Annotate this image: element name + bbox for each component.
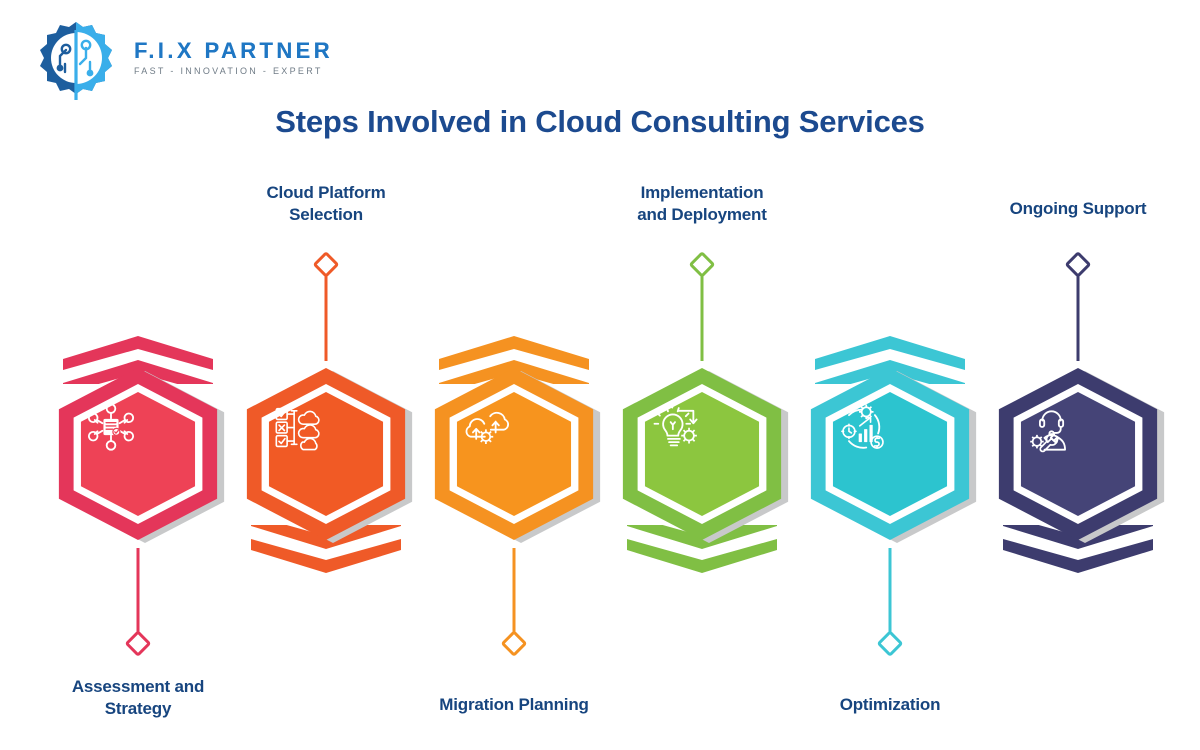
step-label-3: Migration Planning bbox=[414, 694, 614, 716]
step-chevron-up-icon bbox=[63, 336, 213, 394]
page-title: Steps Involved in Cloud Consulting Servi… bbox=[275, 104, 925, 139]
step-hexagon-2[interactable] bbox=[238, 366, 414, 543]
step-label-line: Ongoing Support bbox=[1009, 199, 1147, 218]
step-label-line: Cloud Platform bbox=[266, 183, 386, 202]
brand-name: F.I.X PARTNER bbox=[134, 38, 334, 63]
step-hexagon-3[interactable] bbox=[426, 366, 602, 543]
connector-diamond-icon bbox=[500, 630, 528, 657]
process-step-5[interactable]: Optimization bbox=[790, 0, 990, 750]
step-label-line: Migration Planning bbox=[439, 695, 589, 714]
step-chevron-down-icon bbox=[627, 515, 777, 573]
step-label-4: Implementation and Deployment bbox=[602, 182, 802, 226]
step-label-line: Optimization bbox=[839, 695, 941, 714]
connector-line bbox=[512, 548, 516, 640]
step-chevron-down-icon bbox=[1003, 515, 1153, 573]
step-label-5: Optimization bbox=[790, 694, 990, 716]
cloud-migration-gear-icon bbox=[465, 411, 509, 445]
step-label-6: Ongoing Support bbox=[978, 198, 1178, 220]
step-label-line: Assessment and bbox=[71, 677, 205, 696]
brand-tagline: FAST - INNOVATION - EXPERT bbox=[134, 66, 323, 76]
connector-line bbox=[1076, 271, 1080, 361]
connector-diamond-icon bbox=[876, 630, 904, 657]
step-hexagon-6[interactable] bbox=[990, 366, 1166, 543]
connector-line bbox=[136, 548, 140, 640]
optimization-analytics-icon bbox=[841, 404, 884, 449]
lightbulb-gear-icon bbox=[653, 405, 698, 447]
step-label-line: Implementation bbox=[640, 183, 764, 202]
step-hexagon-5[interactable] bbox=[802, 366, 978, 543]
connector-diamond-icon bbox=[688, 251, 716, 278]
brand-logo: F.I.X PARTNER FAST - INNOVATION - EXPERT bbox=[30, 18, 350, 100]
connector-diamond-icon bbox=[124, 630, 152, 657]
connector-line bbox=[700, 271, 704, 361]
step-label-line: Strategy bbox=[104, 698, 172, 718]
support-headset-wrench-icon bbox=[1030, 410, 1066, 453]
step-label-line: Selection bbox=[289, 204, 363, 224]
step-chevron-up-icon bbox=[439, 336, 589, 394]
connector-diamond-icon bbox=[1064, 251, 1092, 278]
step-hexagon-1[interactable] bbox=[50, 366, 226, 543]
connector-line bbox=[324, 271, 328, 361]
connector-line bbox=[888, 548, 892, 640]
process-step-6[interactable]: Ongoing Support bbox=[978, 0, 1178, 750]
connector-diamond-icon bbox=[312, 251, 340, 278]
process-step-3[interactable]: Migration Planning bbox=[414, 0, 614, 750]
step-chevron-up-icon bbox=[815, 336, 965, 394]
step-label-line: and Deployment bbox=[637, 204, 767, 224]
process-step-4[interactable]: Implementation and Deployment bbox=[602, 0, 802, 750]
network-assessment-icon bbox=[87, 403, 135, 451]
gear-circuit-logo-icon bbox=[30, 18, 122, 100]
step-chevron-down-icon bbox=[251, 515, 401, 573]
checklist-cloud-icon bbox=[275, 407, 320, 451]
step-hexagon-4[interactable] bbox=[614, 366, 790, 543]
